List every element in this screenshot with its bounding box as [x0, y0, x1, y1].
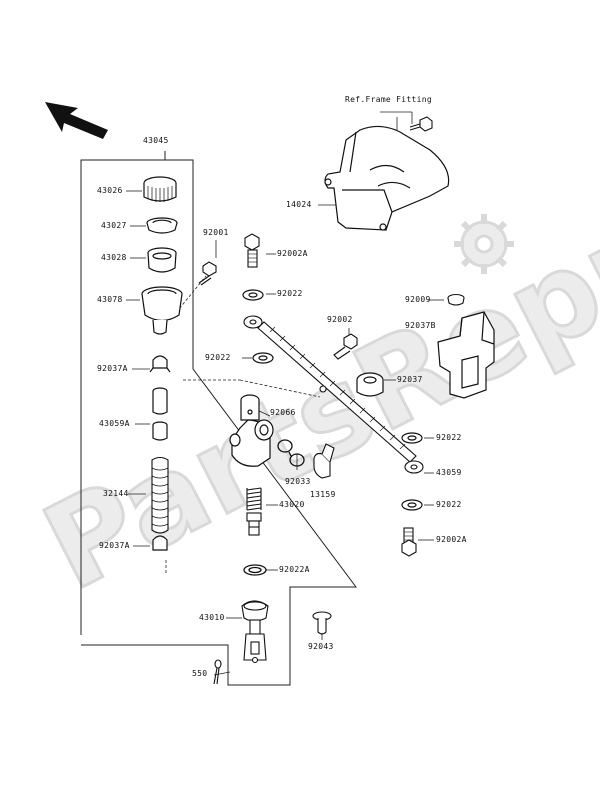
master-cylinder-body — [229, 394, 274, 467]
grommet — [356, 372, 384, 397]
part-label: 92022 — [277, 289, 303, 298]
part-label: 92033 — [285, 477, 311, 486]
cotter-pin — [213, 659, 222, 685]
gear-icon — [454, 214, 514, 274]
part-label: 43059A — [99, 419, 130, 428]
frame-cover-bracket — [324, 125, 450, 231]
part-label: 43078 — [97, 295, 123, 304]
part-label: 92066 — [270, 408, 296, 417]
part-label: 43020 — [279, 500, 305, 509]
reservoir-cap — [143, 176, 177, 202]
part-label: 92009 — [405, 295, 431, 304]
banjo-bolt-mid — [333, 333, 358, 360]
washer-d — [401, 499, 423, 511]
clevis-pin — [312, 611, 332, 635]
push-rod — [241, 600, 269, 664]
washer-a — [242, 289, 264, 301]
hose-clamp-bottom — [152, 535, 168, 551]
part-label: 550 — [192, 669, 208, 678]
part-label: 43045 — [143, 136, 169, 145]
reservoir-tank — [141, 286, 183, 335]
part-label: 92022 — [205, 353, 231, 362]
part-label: 92043 — [308, 642, 334, 651]
part-label: 92037B — [405, 321, 436, 330]
part-label: 43026 — [97, 186, 123, 195]
washer-b — [252, 352, 274, 364]
reference-note: Ref.Frame Fitting — [345, 95, 432, 104]
banjo-bolt-bottom — [401, 527, 417, 557]
part-label: 92002 — [327, 315, 353, 324]
part-label: 43010 — [199, 613, 225, 622]
elbow-fitting — [313, 443, 335, 479]
part-label: 14024 — [286, 200, 312, 209]
part-label: 92002A — [277, 249, 308, 258]
watermark-text: PartsRepublik — [23, 70, 600, 617]
piston — [246, 512, 262, 536]
reservoir-bolt — [198, 261, 217, 286]
part-label: 92022A — [279, 565, 310, 574]
reservoir-plate — [146, 217, 178, 234]
watermark: PartsRepublik — [22, 68, 600, 618]
frame-bolt — [409, 116, 433, 132]
part-label: 43059 — [436, 468, 462, 477]
part-label: 92001 — [203, 228, 229, 237]
connector-pipe — [152, 387, 168, 441]
reservoir-diaphragm — [147, 247, 177, 273]
washer-c — [401, 432, 423, 444]
part-label: 92022 — [436, 433, 462, 442]
brake-hose — [243, 315, 424, 474]
part-label: 13159 — [310, 490, 336, 499]
part-label: 92037A — [99, 541, 130, 550]
reservoir-bracket — [437, 311, 495, 399]
reservoir-hose — [151, 456, 169, 534]
o-ring-92066 — [277, 439, 293, 453]
part-label: 92022 — [436, 500, 462, 509]
banjo-bolt-top — [244, 233, 260, 268]
snap-ring — [243, 564, 267, 576]
circlip-92033 — [288, 451, 305, 467]
bracket-bolt — [447, 293, 465, 306]
part-label: 92037A — [97, 364, 128, 373]
part-label: 32144 — [103, 489, 129, 498]
part-label: 43027 — [101, 221, 127, 230]
part-label: 43028 — [101, 253, 127, 262]
part-label: 92002A — [436, 535, 467, 544]
direction-arrow-icon — [45, 102, 108, 139]
hose-clamp-top — [149, 355, 171, 373]
piston-spring — [246, 487, 262, 511]
part-label: 92037 — [397, 375, 423, 384]
